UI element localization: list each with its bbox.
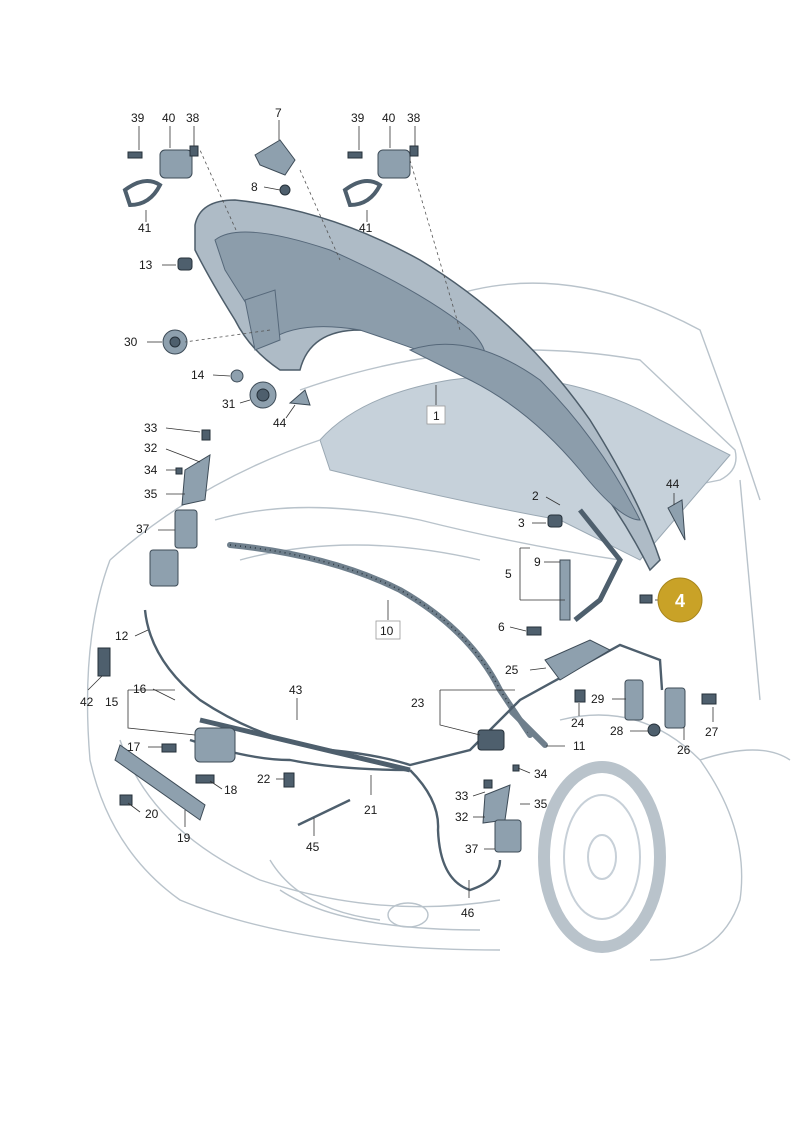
callout-35-left: 35 [144,487,158,501]
leader-lines [87,120,714,898]
callout-39-right: 39 [351,111,365,125]
callout-13: 13 [139,258,153,272]
callout-1: 1 [433,409,440,423]
highlight-circle [657,577,703,623]
callout-3: 3 [518,516,525,530]
callout-10-box [375,620,401,640]
buffers-and-grommets [162,257,311,409]
release-cables [143,609,664,892]
callout-19: 19 [177,831,191,845]
callout-31: 31 [222,397,236,411]
callout-1-box [426,405,446,425]
callout-29: 29 [591,692,605,706]
callout-16: 16 [133,682,147,696]
callout-7: 7 [275,106,282,120]
callout-35-right: 35 [534,797,548,811]
highlight-callout-4: 4 [657,577,703,623]
callout-22: 22 [257,772,271,786]
callout-25: 25 [505,663,519,677]
callout-5: 5 [505,567,512,581]
callout-41-right: 41 [359,221,373,235]
callout-46: 46 [461,906,475,920]
callout-21: 21 [364,803,378,817]
highlight-label: 4 [675,591,685,611]
callout-28: 28 [610,724,624,738]
callout-39-left: 39 [131,111,145,125]
callout-6: 6 [498,620,505,634]
callout-24: 24 [571,716,585,730]
hood-seal [227,542,548,748]
callout-26: 26 [677,743,691,757]
callout-33-right: 33 [455,789,469,803]
callout-15: 15 [105,695,119,709]
hood-latch-eyes [122,145,419,208]
callout-38-left: 38 [186,111,200,125]
latch-assembly-left [149,429,211,587]
latch-assembly-right [114,727,522,853]
callout-42: 42 [80,695,94,709]
gas-strut-and-hinge-right [97,499,717,737]
callout-40-left: 40 [162,111,176,125]
hood-hinge-left [254,139,296,196]
callout-32-right: 32 [455,810,469,824]
callout-17: 17 [127,740,141,754]
hood-panel [194,199,661,572]
callout-labels: 39 40 38 41 7 8 39 40 38 41 13 30 14 31 … [80,106,719,920]
callout-44-right: 44 [666,477,680,491]
callout-40-right: 40 [382,111,396,125]
callout-38-right: 38 [407,111,421,125]
callout-8: 8 [251,180,258,194]
callout-34-right: 34 [534,767,548,781]
callout-11: 11 [573,739,586,753]
callout-43: 43 [289,683,303,697]
callout-37-right: 37 [465,842,479,856]
callout-9: 9 [534,555,541,569]
callout-14: 14 [191,368,205,382]
callout-20: 20 [145,807,159,821]
callout-45: 45 [306,840,320,854]
callout-44-hood: 44 [273,416,287,430]
callout-23: 23 [411,696,425,710]
callout-34-left: 34 [144,463,158,477]
callout-18: 18 [224,783,238,797]
callout-12: 12 [115,629,129,643]
callout-27: 27 [705,725,719,739]
callout-10: 10 [380,624,394,638]
callout-33-left: 33 [144,421,158,435]
callout-41-left: 41 [138,221,152,235]
callout-32-left: 32 [144,441,158,455]
callout-37-left: 37 [136,522,150,536]
callout-30: 30 [124,335,138,349]
callout-2: 2 [532,489,539,503]
